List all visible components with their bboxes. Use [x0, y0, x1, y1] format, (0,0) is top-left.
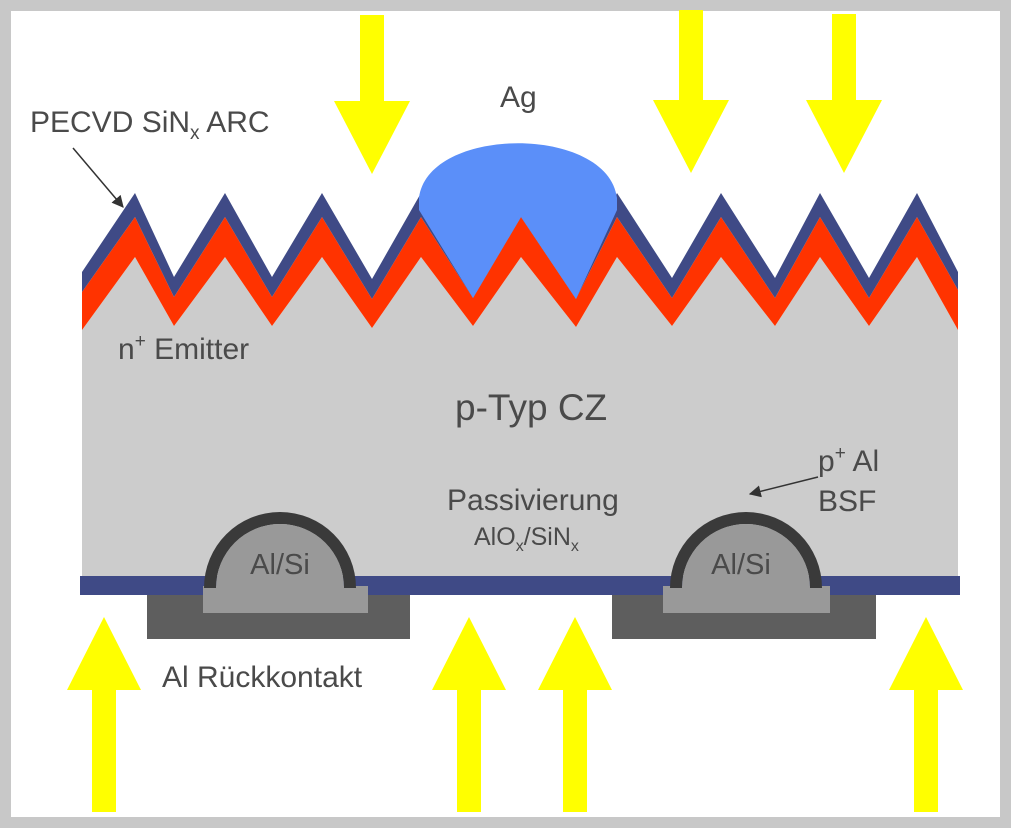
silicon-bulk — [82, 257, 958, 578]
label-rear-contact: Al Rückkontakt — [162, 661, 363, 694]
arrow-up-icon — [67, 617, 141, 812]
alsi-contact-base-right — [663, 586, 830, 613]
label-passivation: Passivierung — [447, 484, 619, 517]
bsf-shell-right — [670, 512, 822, 588]
label-bulk: p-Typ CZ — [455, 387, 607, 428]
label-arc: PECVD SiNx ARC — [30, 106, 270, 144]
arrow-up-icon — [432, 617, 506, 812]
label-bsf: p+ Al — [818, 443, 879, 478]
alsi-region-right — [682, 524, 810, 588]
bsf-shell-left — [204, 512, 356, 588]
arrow-up-icon — [889, 617, 963, 812]
pointer-arrow-icon — [72, 147, 124, 208]
label-alsi-right: Al/Si — [711, 549, 771, 581]
arrow-down-icon — [653, 10, 729, 173]
label-emitter: n+ Emitter — [118, 331, 249, 366]
label-passivation-stack: AlOx/SiNx — [474, 523, 579, 555]
label-alsi-left: Al/Si — [250, 549, 310, 581]
label-silver: Ag — [500, 81, 537, 114]
arrow-down-icon — [334, 15, 410, 174]
alsi-region-left — [216, 524, 344, 588]
label-bsf-line2: BSF — [818, 485, 876, 518]
arrow-up-icon — [538, 617, 612, 812]
emitter-layer — [82, 217, 958, 330]
silver-finger — [419, 143, 617, 299]
pointer-arrow-icon — [748, 476, 819, 498]
alsi-contact-base-left — [203, 586, 368, 613]
arrow-down-icon — [806, 14, 882, 173]
